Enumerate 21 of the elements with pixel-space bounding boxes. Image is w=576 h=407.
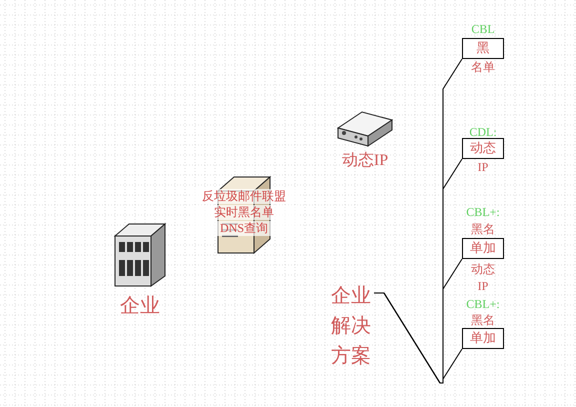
node-label: 动态IP: [340, 150, 390, 171]
category-label: CBL: [470, 22, 496, 36]
node-label: 企业: [119, 294, 161, 319]
note-label: 名单: [470, 60, 496, 74]
note-label: 黑名: [470, 222, 496, 236]
category-label: CBL+:: [465, 205, 501, 219]
node-label: 实时黑名单: [190, 205, 298, 220]
text-box: 黑: [462, 38, 504, 59]
note-label: IP: [476, 160, 490, 174]
text-box: 动态: [462, 138, 504, 159]
bracket-label: 企业解决方案: [328, 281, 374, 371]
category-label: CBL+:: [465, 297, 501, 311]
category-label: CDL:: [468, 125, 498, 139]
node-label: 反垃圾邮件联盟: [190, 189, 298, 204]
note-label: 黑名: [470, 313, 496, 327]
node-label: DNS查询: [190, 221, 298, 236]
bracket-connector: [374, 292, 462, 384]
note-label: IP: [476, 279, 490, 293]
text-box: 单加: [462, 328, 504, 349]
note-label: 动态: [470, 262, 496, 276]
text-box: 单加: [462, 238, 504, 259]
